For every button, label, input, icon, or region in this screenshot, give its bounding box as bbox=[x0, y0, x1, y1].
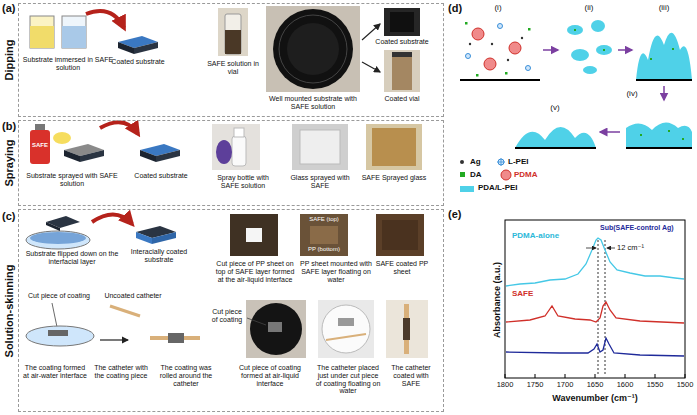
photo-caption: Coated substrate bbox=[370, 38, 434, 46]
step-caption: Substrate flipped down on the interfacia… bbox=[22, 250, 122, 266]
stage-number: (i) bbox=[488, 4, 508, 13]
step-caption: Coated substrate bbox=[132, 172, 190, 180]
legend-swatch bbox=[460, 172, 465, 177]
photo-caption: SAFE solution in vial bbox=[204, 60, 262, 76]
legend-text: PDA/L-PEI bbox=[478, 184, 534, 193]
axis-title: Absorbance (a.u.) bbox=[492, 262, 502, 338]
curve-label: PDMA-alone bbox=[512, 232, 572, 241]
part-label: Cut piece of coating bbox=[20, 292, 98, 300]
photo-caption: Coated vial bbox=[370, 95, 434, 103]
step-caption: Substrate immersed in SAFE solution bbox=[22, 56, 114, 72]
shift-label: 12 cm⁻¹ bbox=[617, 244, 657, 252]
tick-label: 1500 bbox=[675, 381, 695, 389]
panel-heading: Solution-skinning bbox=[3, 264, 15, 357]
photo-caption: Well mounted substrate with SAFE solutio… bbox=[262, 95, 364, 111]
photo-caption: The catheter placed just under cut piece… bbox=[314, 364, 382, 395]
legend-text: L-PEI bbox=[508, 158, 548, 167]
step-caption: Interacially coated substrate bbox=[126, 248, 192, 264]
step-caption: Coated substrate bbox=[110, 58, 166, 66]
tick-label: 1800 bbox=[495, 381, 515, 389]
photo-caption: SAFE Sprayed glass bbox=[360, 174, 428, 182]
panel-letter: (c) bbox=[2, 210, 20, 222]
step-caption: The catheter with the coating piece bbox=[90, 364, 152, 380]
panel-letter: (d) bbox=[448, 2, 466, 14]
axis-title: Wavenumber (cm⁻¹) bbox=[535, 393, 655, 403]
photo-caption: Cut piece of PP sheet on top of SAFE lay… bbox=[212, 260, 298, 283]
tick-label: 1750 bbox=[525, 381, 545, 389]
panel-heading: Spraying bbox=[3, 139, 15, 186]
can-label: SAFE bbox=[30, 142, 50, 149]
legend-text: PDMA bbox=[514, 171, 554, 180]
part-label: Uncoated catheter bbox=[100, 292, 166, 300]
stage-number: (iii) bbox=[652, 4, 676, 13]
step-caption: Substrate sprayed with SAFE solution bbox=[22, 172, 122, 188]
panel-letter: (b) bbox=[2, 120, 20, 132]
panel-box: Spraying bbox=[18, 120, 444, 206]
legend-swatch bbox=[460, 186, 474, 192]
photo-tag: PP (bottom) bbox=[302, 246, 346, 253]
stage-number: (ii) bbox=[578, 4, 600, 13]
step-caption: The coating was rolled around the cathet… bbox=[154, 364, 218, 387]
legend-swatch bbox=[460, 160, 464, 164]
tick-label: 1600 bbox=[615, 381, 635, 389]
legend-text: DA bbox=[470, 171, 496, 180]
tick-label: 1550 bbox=[645, 381, 665, 389]
panel-heading: Dipping bbox=[3, 40, 15, 81]
stage-number: (iv) bbox=[620, 90, 644, 99]
photo-caption: Spray bottle with SAFE solution bbox=[208, 174, 278, 190]
part-label: Cut piece of coating bbox=[210, 308, 244, 324]
stage-number: (v) bbox=[545, 104, 565, 113]
tick-label: 1700 bbox=[555, 381, 575, 389]
panel-letter: (a) bbox=[2, 2, 20, 14]
legend-text: Ag bbox=[470, 158, 496, 167]
photo-caption: The catheter coated with SAFE bbox=[384, 364, 438, 387]
photo-caption: PP sheet mounted with SAFE layer floatin… bbox=[300, 260, 372, 283]
step-caption: The coating formed at air-water interfac… bbox=[22, 364, 88, 380]
photo-caption: SAFE coated PP sheet bbox=[374, 260, 430, 276]
tick-label: 1650 bbox=[585, 381, 605, 389]
panel-letter: (e) bbox=[448, 208, 466, 220]
curve-label: Sub(SAFE-control Ag) bbox=[600, 224, 684, 232]
photo-caption: Cut piece of coating formed at air-liqui… bbox=[228, 364, 312, 387]
photo-tag: SAFE (top) bbox=[302, 216, 346, 223]
curve-label: SAFE bbox=[512, 290, 552, 299]
photo-caption: Glass sprayed with SAFE bbox=[288, 174, 352, 190]
